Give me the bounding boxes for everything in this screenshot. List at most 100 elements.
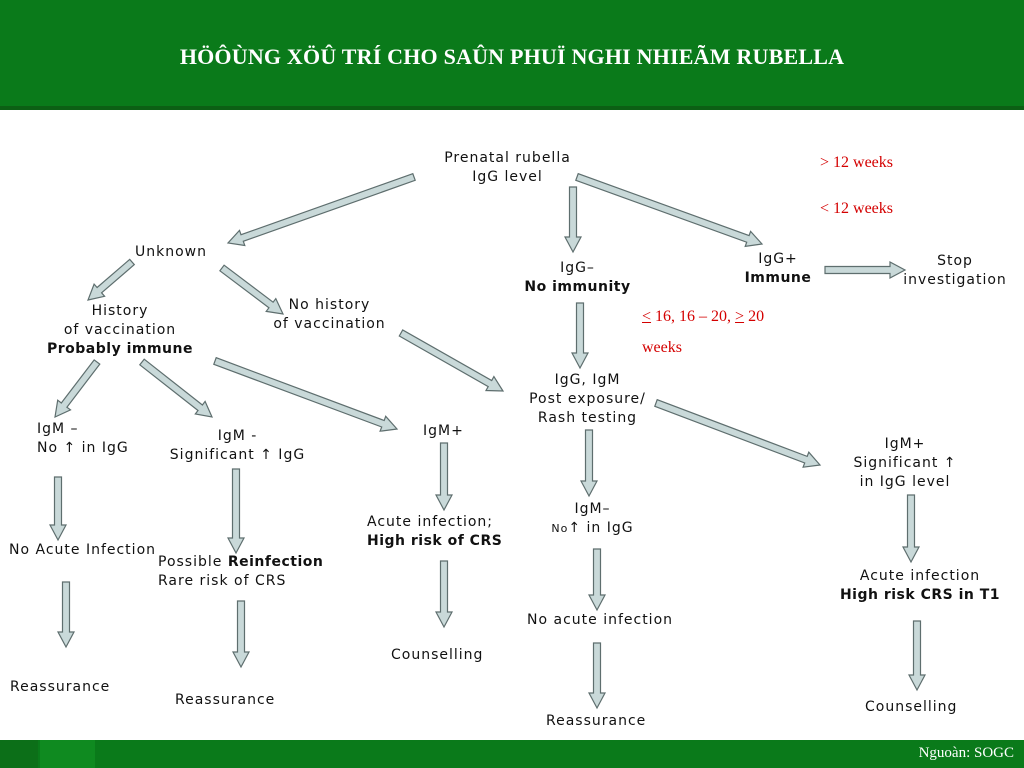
note-lt-sign: <: [642, 308, 652, 325]
arrow-no-history-to-post-exposure: [398, 329, 505, 392]
arrow-igm-positive-right-down: [902, 494, 920, 564]
arrow-root-to-unknown: [226, 172, 416, 247]
node-text: Reinfection: [227, 554, 324, 570]
note-ranges-end: 20: [744, 308, 765, 325]
footer-decoration: [0, 740, 38, 768]
note-gt-12-weeks: > 12 weeks: [820, 154, 894, 171]
arrow-unknown-to-no-history: [219, 264, 285, 315]
node-text-small: No: [551, 522, 569, 535]
node-text: No↑ in IgG: [540, 519, 645, 538]
node-text: IgG, IgM: [554, 372, 621, 388]
node-text: IgG level: [472, 169, 543, 185]
node-text: Significant ↑ IgG: [169, 447, 306, 463]
node-text: Prenatal rubella: [444, 150, 571, 166]
node-reassurance-2: Reassurance: [175, 691, 275, 710]
node-counselling-1: Counselling: [391, 646, 483, 665]
footer-decoration: [40, 740, 95, 768]
node-text: IgM –: [37, 421, 79, 437]
node-igm-significant-igg: IgM - Significant ↑ IgG: [160, 427, 315, 465]
node-igm-positive-mid: IgM+: [423, 422, 464, 441]
node-possible-reinfection: Possible Reinfection Rare risk of CRS: [158, 553, 323, 591]
node-text: Possible: [158, 554, 228, 570]
node-no-history-vaccination: No history of vaccination: [262, 296, 397, 334]
node-no-acute-infection-left: No Acute Infection: [9, 541, 156, 560]
node-stop-investigation: Stop investigation: [895, 252, 1015, 290]
node-no-acute-infection-mid: No acute infection: [527, 611, 673, 630]
arrow-igg-negative-to-post-exposure: [571, 302, 589, 370]
slide-title: HÖÔÙNG XÖÛ TRÍ CHO SAÛN PHUÏ NGHI NHIEÃM…: [179, 44, 845, 69]
node-text: IgM–: [574, 501, 611, 517]
note-lt-12-weeks: < 12 weeks: [820, 200, 894, 217]
node-text: History: [91, 303, 149, 319]
source-citation: Nguoàn: SOGC: [918, 745, 1014, 761]
node-text: IgG+: [758, 251, 798, 267]
arrow-igg-positive-to-stop: [824, 261, 907, 279]
node-text: Acute infection: [859, 568, 981, 584]
node-text: IgM+: [423, 423, 464, 439]
arrow-root-to-igg-positive: [575, 172, 764, 248]
node-igg-negative: IgG– No immunity: [510, 259, 645, 297]
node-text: Acute infection;: [367, 514, 493, 530]
node-text: in IgG level: [859, 474, 951, 490]
node-igm-positive-right: IgM+ Significant ↑ in IgG level: [840, 435, 970, 492]
slide-footer: Nguoàn: SOGC: [0, 740, 1024, 768]
arrow-unknown-to-history: [87, 258, 136, 301]
node-text: Rash testing: [537, 410, 638, 426]
arrow-probably-immune-to-igm-negative: [54, 359, 101, 419]
node-reassurance-3: Reassurance: [546, 712, 646, 731]
node-text: Counselling: [391, 647, 484, 663]
node-text: IgM+: [884, 436, 926, 452]
node-text: No acute infection: [527, 612, 674, 628]
node-text: Rare risk of CRS: [158, 573, 287, 589]
node-text: No ↑ in IgG: [37, 440, 129, 456]
arrow-root-to-igg-negative: [564, 186, 582, 254]
node-text: Reassurance: [175, 692, 276, 708]
arrow-igm-negative-mid-down: [588, 548, 606, 612]
node-counselling-2: Counselling: [865, 698, 957, 717]
node-text: No history: [288, 297, 371, 313]
node-text: Possible Reinfection: [158, 553, 323, 572]
node-text: Stop: [937, 253, 973, 269]
arrow-igm-positive-mid-down: [435, 442, 453, 512]
note-weeks: weeks: [642, 339, 682, 356]
node-text: Probably immune: [47, 341, 193, 357]
node-text: No immunity: [524, 279, 631, 295]
node-text: investigation: [903, 272, 1007, 288]
arrow-probably-immune-to-igm-positive: [213, 356, 399, 432]
node-history-vaccination: History of vaccination Probably immune: [30, 302, 210, 359]
node-post-exposure-testing: IgG, IgM Post exposure/ Rash testing: [515, 371, 660, 428]
node-text: Reassurance: [10, 679, 111, 695]
node-text: of vaccination: [63, 322, 177, 338]
node-igm-negative-left: IgM – No ↑ in IgG: [37, 420, 129, 458]
node-unknown: Unknown: [135, 243, 207, 262]
node-text: Immune: [744, 270, 812, 286]
node-text: of vaccination: [273, 316, 386, 332]
node-text: High risk of CRS: [367, 533, 503, 549]
note-gt-sign: >: [735, 308, 745, 325]
node-text: Counselling: [865, 699, 958, 715]
node-reassurance-1: Reassurance: [10, 678, 110, 697]
node-acute-infection-right: Acute infection High risk CRS in T1: [820, 567, 1020, 605]
node-text: Post exposure/: [529, 391, 646, 407]
node-text: IgM -: [217, 428, 258, 444]
arrow-igm-significant-down: [227, 468, 245, 555]
node-text: High risk CRS in T1: [839, 587, 1001, 603]
arrow-no-acute-mid-down: [588, 642, 606, 710]
node-igm-negative-mid: IgM– No↑ in IgG: [540, 500, 645, 538]
arrow-reinfection-down: [232, 600, 250, 669]
arrow-no-acute-left-down: [57, 581, 75, 649]
arrow-acute-right-down: [908, 620, 926, 692]
node-text: IgG–: [560, 260, 595, 276]
node-text: Reassurance: [546, 713, 647, 729]
arrow-post-exposure-to-igm-negative: [580, 429, 598, 498]
slide-header: HÖÔÙNG XÖÛ TRÍ CHO SAÛN PHUÏ NGHI NHIEÃM…: [0, 0, 1024, 110]
node-prenatal-rubella-igg: Prenatal rubella IgG level: [425, 149, 590, 187]
arrow-post-exposure-to-igm-positive-right: [654, 398, 822, 468]
arrow-acute-mid-down: [435, 560, 453, 629]
note-week-ranges: < 16, 16 – 20, > 20: [642, 302, 764, 332]
node-text: No Acute Infection: [9, 542, 157, 558]
node-acute-infection-mid: Acute infection; High risk of CRS: [367, 513, 502, 551]
node-text: ↑ in IgG: [568, 520, 634, 536]
note-ranges: 16, 16 – 20,: [651, 308, 736, 325]
